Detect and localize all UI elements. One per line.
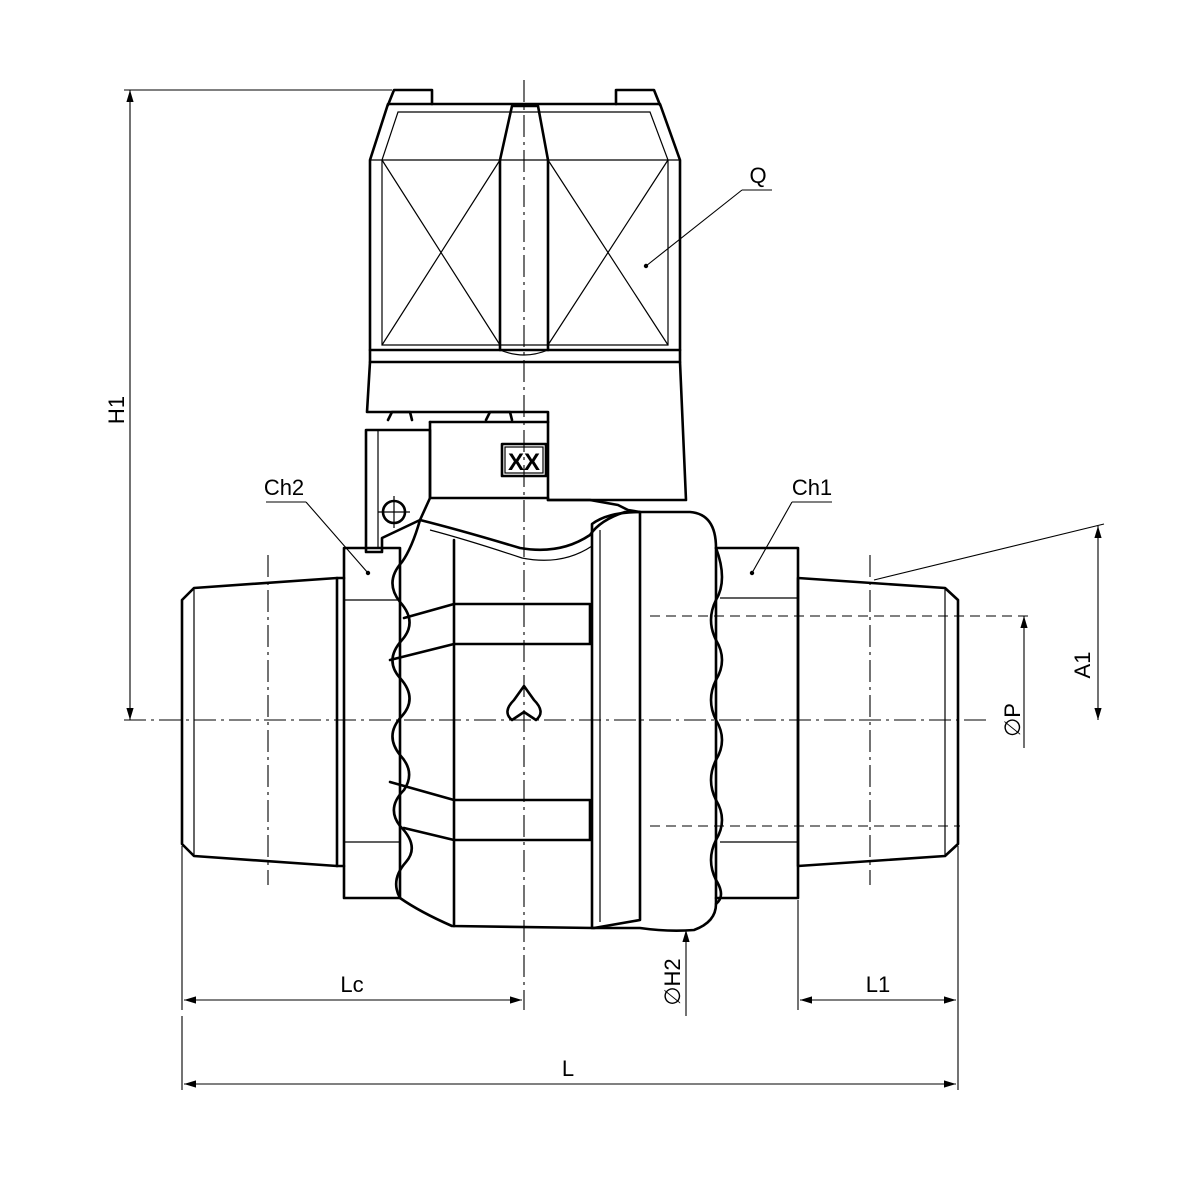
- leader-callouts: Q Ch2 Ch1: [264, 163, 832, 576]
- callout-ch1-label: Ch1: [792, 475, 832, 500]
- dim-l-label: L: [562, 1056, 574, 1081]
- centre-lines: [124, 80, 1030, 1010]
- dim-h2-label: ∅H2: [660, 958, 685, 1005]
- actuator-head: [365, 88, 688, 502]
- dim-l1-label: L1: [866, 972, 890, 997]
- dim-h1-label: H1: [104, 396, 129, 424]
- dim-p-label: ∅P: [1000, 703, 1025, 737]
- lever-bracket: XX: [364, 410, 642, 554]
- dimension-lines: H1 A1 ∅P ∅H2 Lc L1 L: [104, 89, 1105, 1090]
- dim-a1-label: A1: [1070, 652, 1095, 679]
- dim-lc-label: Lc: [340, 972, 363, 997]
- callout-q-label: Q: [749, 163, 766, 188]
- callout-ch2-label: Ch2: [264, 475, 304, 500]
- valve-body: [180, 510, 960, 932]
